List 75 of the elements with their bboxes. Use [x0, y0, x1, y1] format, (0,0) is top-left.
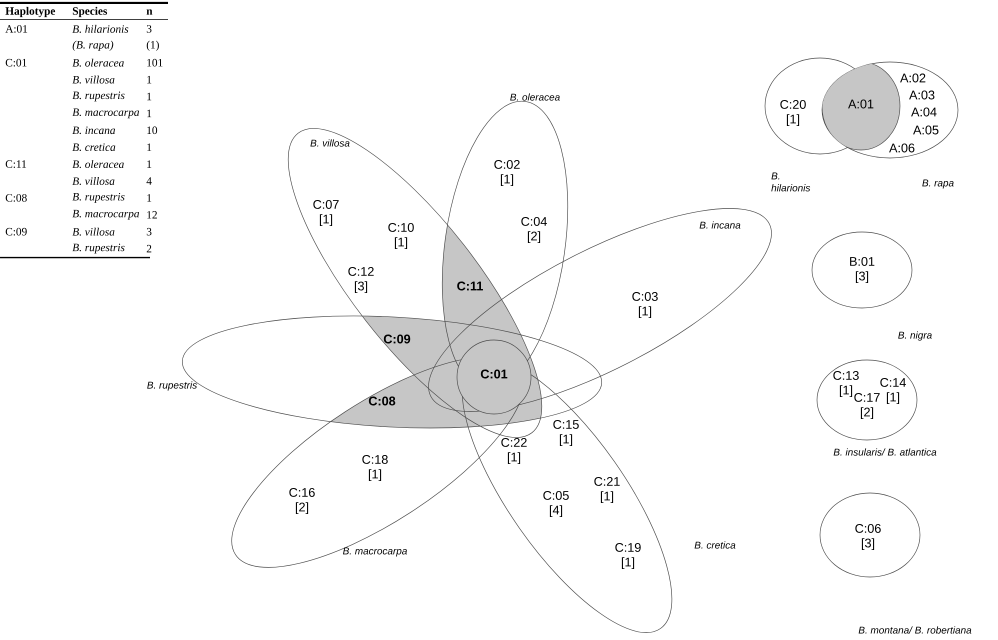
table-cell: 101	[147, 58, 162, 66]
table-cell: B. macrocarpa	[72, 108, 140, 118]
haplotype-label: C:06 [3]	[855, 524, 881, 550]
table-cell: B. rupestris	[72, 92, 125, 102]
haplotype-label: C:19 [1]	[615, 543, 641, 569]
species-label: B. oleracea	[510, 93, 560, 101]
species-label: B. villosa	[310, 139, 350, 147]
table-cell: C:08	[6, 194, 27, 202]
haplotype-label: C:15 [1]	[553, 420, 579, 446]
table-cell: B. villosa	[72, 177, 114, 185]
table-cell: B. macrocarpa	[72, 210, 140, 220]
haplotype-label: A:05	[913, 126, 938, 134]
table-cell: 4	[146, 177, 152, 185]
table-cell: B. rupestris	[72, 192, 125, 203]
haplotype-label: C:10 [1]	[388, 223, 414, 249]
table-cell: 1	[147, 194, 152, 202]
table-cell: C:11	[6, 160, 26, 168]
table-header: Species	[72, 6, 108, 18]
haplotype-label: A:04	[911, 108, 937, 116]
haplotype-label: C:04 [2]	[521, 217, 547, 243]
haplotype-label: C:09	[384, 334, 410, 344]
species-label: B. insularis/ B. atlantica	[834, 448, 936, 456]
species-label: B. rapa	[922, 180, 954, 188]
haplotype-label: C:22 [1]	[501, 438, 527, 464]
table-cell: B. hilarionis	[72, 24, 128, 33]
table-cell: 1	[147, 143, 152, 151]
table-cell: B. villosa	[72, 76, 114, 84]
table-cell: B. villosa	[72, 228, 114, 236]
haplotype-label: C:18 [1]	[362, 455, 388, 481]
table-cell: 3	[146, 25, 152, 33]
haplotype-label: A:03	[909, 90, 934, 100]
table-header: Haplotype	[5, 6, 56, 18]
haplotype-label: B:01 [3]	[850, 257, 874, 283]
table-cell: B. oleracea	[72, 58, 124, 67]
haplotype-label: C:12 [3]	[348, 267, 374, 293]
species-label: B. macrocarpa	[342, 548, 407, 556]
species-label: B. cretica	[694, 541, 736, 549]
haplotype-label: C:16 [2]	[289, 488, 315, 514]
table-cell: 12	[147, 211, 157, 219]
table-cell: (B. rapa)	[72, 40, 114, 51]
table-cell: 1	[147, 92, 152, 100]
table-cell: 2	[146, 244, 152, 252]
species-label: B. hilarionis	[771, 172, 810, 192]
haplotype-label: C:08	[368, 396, 396, 406]
species-label: B. nigra	[898, 331, 932, 341]
species-label: B. rupestris	[147, 381, 197, 391]
haplotype-label: C:02 [1]	[494, 160, 520, 186]
table-cell: B. cretica	[72, 143, 116, 152]
haplotype-label: C:07 [1]	[313, 200, 339, 226]
table-cell: A:01	[5, 25, 28, 33]
table-cell: 10	[147, 126, 158, 134]
haplotype-label: C:17 [2]	[854, 393, 880, 419]
table-cell: B. incana	[72, 126, 116, 134]
table-cell: 1	[147, 110, 152, 118]
table-cell: (1)	[146, 40, 159, 51]
haplotype-label: A:06	[889, 144, 914, 152]
table-cell: B. oleracea	[72, 160, 124, 168]
haplotype-label: C:11	[457, 282, 483, 290]
haplotype-label: A:02	[900, 74, 926, 82]
species-label: B. montana/ B. robertiana	[858, 626, 972, 634]
haplotype-label: A:01	[848, 100, 874, 108]
species-label: B. incana	[700, 221, 740, 229]
haplotype-label: C:14 [1]	[880, 378, 906, 404]
table-cell: C:09	[6, 228, 27, 236]
table-cell: 1	[147, 160, 152, 168]
table-header: n	[146, 9, 152, 15]
haplotype-label: C:05 [4]	[543, 491, 569, 517]
table-cell: 3	[146, 228, 152, 236]
haplotype-label: C:21 [1]	[594, 477, 620, 503]
table-cell: B. rupestris	[72, 244, 125, 254]
table-cell: 1	[147, 76, 152, 84]
haplotype-label: C:03 [1]	[632, 292, 658, 318]
haplotype-label: C:01	[480, 370, 508, 378]
table-cell: C:01	[6, 58, 26, 67]
haplotype-label: C:20 [1]	[780, 100, 806, 126]
